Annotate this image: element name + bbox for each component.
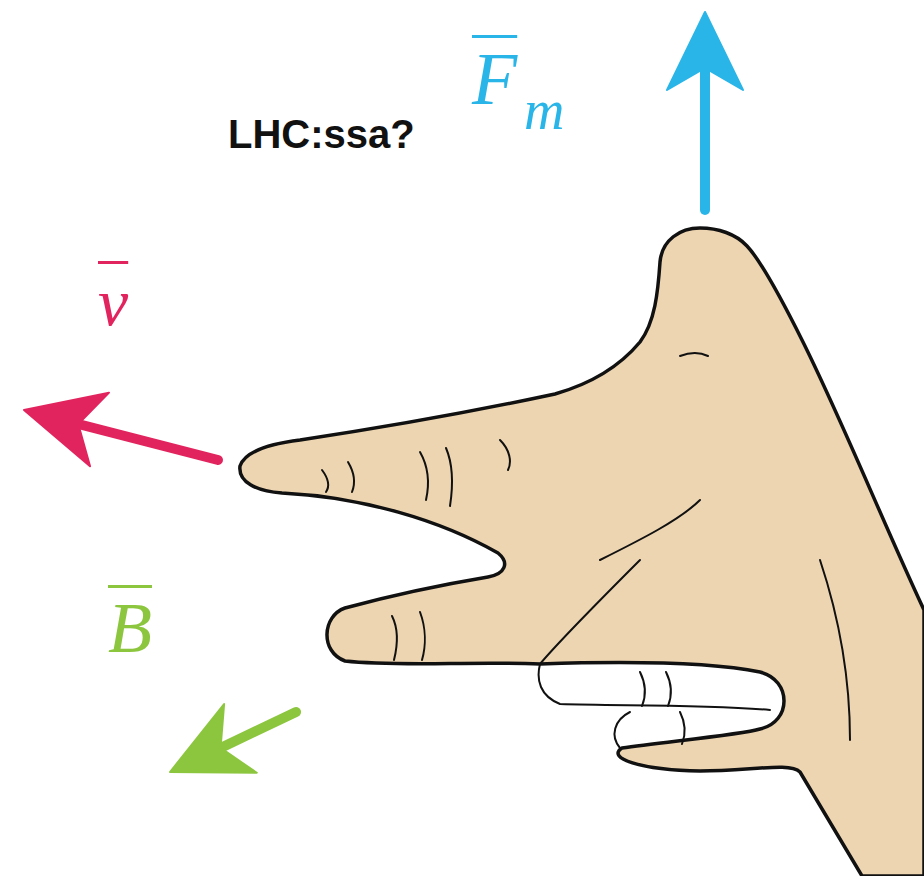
force-symbol: F [472, 42, 517, 116]
force-arrow-head [667, 12, 743, 90]
field-arrow-shaft [221, 712, 296, 748]
hand [240, 228, 924, 876]
field-arrow-head [170, 704, 257, 773]
velocity-arrow-head [24, 393, 109, 467]
force-arrow-shaft [700, 68, 710, 210]
hand-creases [322, 353, 850, 748]
field-symbol: B [108, 592, 152, 664]
hand-outline [240, 228, 924, 876]
title-question: LHC:ssa? [228, 114, 415, 154]
velocity-arrow-shaft [78, 424, 218, 460]
force-subscript: m [524, 82, 564, 138]
velocity-symbol: v [98, 268, 128, 336]
